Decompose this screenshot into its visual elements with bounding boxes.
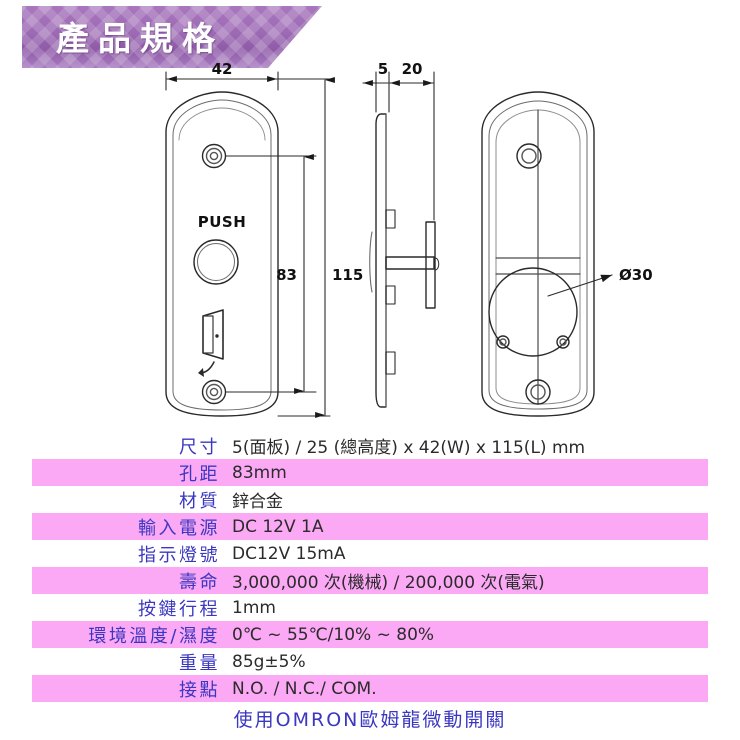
svg-text:83: 83: [276, 266, 297, 284]
spec-value: DC12V 15mA: [232, 543, 346, 564]
dim-width-42: [165, 71, 279, 91]
spec-value: 鋅合金: [232, 492, 283, 512]
push-button-circle: [193, 239, 239, 285]
table-row: 尺寸 5(面板) / 25 (總高度) x 42(W) x 115(L) mm: [32, 432, 708, 459]
spec-value: N.O. / N.C./ COM.: [232, 678, 377, 699]
dim-bore-30: [547, 274, 613, 297]
dim-side-5-20: [362, 71, 435, 221]
table-row: 接點 N.O. / N.C./ COM.: [32, 675, 708, 702]
spec-label: 重量: [179, 652, 220, 674]
rear-view-ribs: [495, 109, 581, 405]
spec-label: 壽命: [179, 571, 220, 593]
table-row: 壽命 3,000,000 次(機械) / 200,000 次(電氣): [32, 567, 708, 594]
table-row: 孔距 83mm: [32, 459, 708, 486]
spec-label: 孔距: [179, 463, 220, 485]
spec-value: 5(面板) / 25 (總高度) x 42(W) x 115(L) mm: [232, 438, 586, 458]
spec-label: 指示燈號: [138, 544, 220, 566]
side-view-outline: [369, 113, 387, 408]
spec-label: 尺寸: [179, 436, 220, 458]
page-banner: 產品規格: [22, 6, 322, 68]
spec-value: 85g±5%: [232, 651, 306, 672]
spec-label: 按鍵行程: [138, 598, 220, 620]
rear-bore-circle: [488, 267, 578, 357]
footer-note: 使用OMRON歐姆龍微動開關: [233, 709, 507, 731]
banner-background: [22, 6, 322, 68]
spec-value: 0℃ ~ 55℃/10% ~ 80%: [232, 624, 435, 645]
table-row: 環境溫度/濕度 0℃ ~ 55℃/10% ~ 80%: [32, 621, 708, 648]
spec-value: 83mm: [232, 462, 287, 483]
table-row: 重量 85g±5%: [32, 648, 708, 675]
side-view-shaft: [385, 221, 440, 309]
specification-table: 尺寸 5(面板) / 25 (總高度) x 42(W) x 115(L) mm …: [32, 432, 708, 702]
spec-label: 材質: [179, 490, 220, 512]
page-title: 產品規格: [56, 19, 224, 59]
rear-view-outline: [481, 91, 595, 417]
front-top-screw: [201, 143, 227, 169]
rear-bottom-boss: [525, 379, 551, 405]
spec-label: 輸入電源: [138, 517, 220, 539]
rear-mount-screws: [496, 335, 570, 349]
spec-label: 環境溫度/濕度: [88, 625, 220, 647]
side-view-tabs: [385, 209, 396, 375]
spec-value: 3,000,000 次(機械) / 200,000 次(電氣): [232, 573, 545, 593]
rear-top-screw-boss: [516, 143, 542, 169]
push-label: PUSH: [198, 213, 247, 231]
technical-drawing: PUSH: [0, 62, 740, 430]
spec-value: DC 12V 1A: [232, 516, 324, 537]
svg-text:5: 5: [378, 62, 388, 78]
door-exit-icon: [198, 309, 224, 377]
svg-text:115: 115: [332, 266, 363, 284]
front-bottom-screw: [201, 379, 227, 405]
svg-text:42: 42: [212, 62, 233, 78]
spec-value: 1mm: [232, 597, 276, 618]
spec-label: 接點: [179, 679, 220, 701]
svg-text:20: 20: [402, 62, 423, 78]
svg-text:Ø30: Ø30: [619, 266, 653, 284]
table-row: 材質 鋅合金: [32, 486, 708, 513]
table-row: 按鍵行程 1mm: [32, 594, 708, 621]
front-view-outline: [165, 91, 279, 417]
table-row: 輸入電源 DC 12V 1A: [32, 513, 708, 540]
table-row: 指示燈號 DC12V 15mA: [32, 540, 708, 567]
